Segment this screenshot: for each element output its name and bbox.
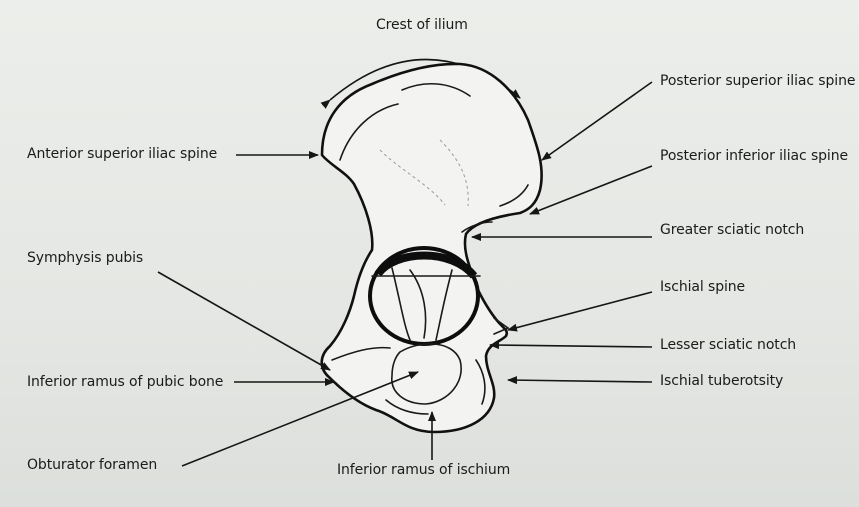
iliac-fossa-faint: [379, 149, 446, 206]
arrow-posterior-superior-iliac-spine: [541, 81, 653, 161]
arrow-obturator-foramen: [181, 371, 419, 467]
gluteal-line: [461, 221, 493, 233]
acetabulum-lunate-2: [435, 269, 453, 341]
label-ischial-spine: Ischial spine: [660, 279, 746, 295]
arrow-posterior-inferior-iliac-spine: [529, 165, 653, 215]
iliac-fossa-line: [339, 103, 399, 161]
arrow-ischial-spine: [507, 291, 653, 332]
pubic-ramus-line: [331, 346, 391, 361]
arrow-symphysis-pubis: [157, 271, 331, 371]
label-posterior-superior-iliac-spine: Posterior superior iliac spine: [660, 73, 856, 89]
obturator-foramen: [391, 343, 462, 405]
label-anterior-superior-iliac-spine: Anterior superior iliac spine: [27, 146, 218, 162]
iliac-ridge-faint: [439, 139, 469, 207]
label-greater-sciatic-notch: Greater sciatic notch: [660, 222, 805, 238]
label-obturator-foramen: Obturator foramen: [27, 457, 158, 473]
acetabulum-upper-band: [374, 251, 478, 279]
label-ischial-tuberosity: Ischial tuberotsity: [660, 373, 784, 389]
label-lesser-sciatic-notch: Lesser sciatic notch: [660, 337, 797, 353]
iliac-crest-inner-line: [401, 82, 471, 97]
arrow-lesser-sciatic-notch: [489, 341, 653, 350]
ischial-ramus-line: [385, 399, 429, 415]
label-crest-of-ilium: Crest of ilium: [376, 17, 468, 33]
label-inferior-ramus-of-pubic-bone: Inferior ramus of pubic bone: [27, 374, 224, 390]
posterior-spine-notch: [499, 184, 529, 207]
arrow-ischial-tuberosity: [507, 376, 653, 385]
label-symphysis-pubis: Symphysis pubis: [27, 250, 144, 266]
ischial-tuberosity-line: [475, 359, 486, 405]
label-posterior-inferior-iliac-spine: Posterior inferior iliac spine: [660, 148, 848, 164]
label-inferior-ramus-of-ischium: Inferior ramus of ischium: [337, 462, 511, 478]
